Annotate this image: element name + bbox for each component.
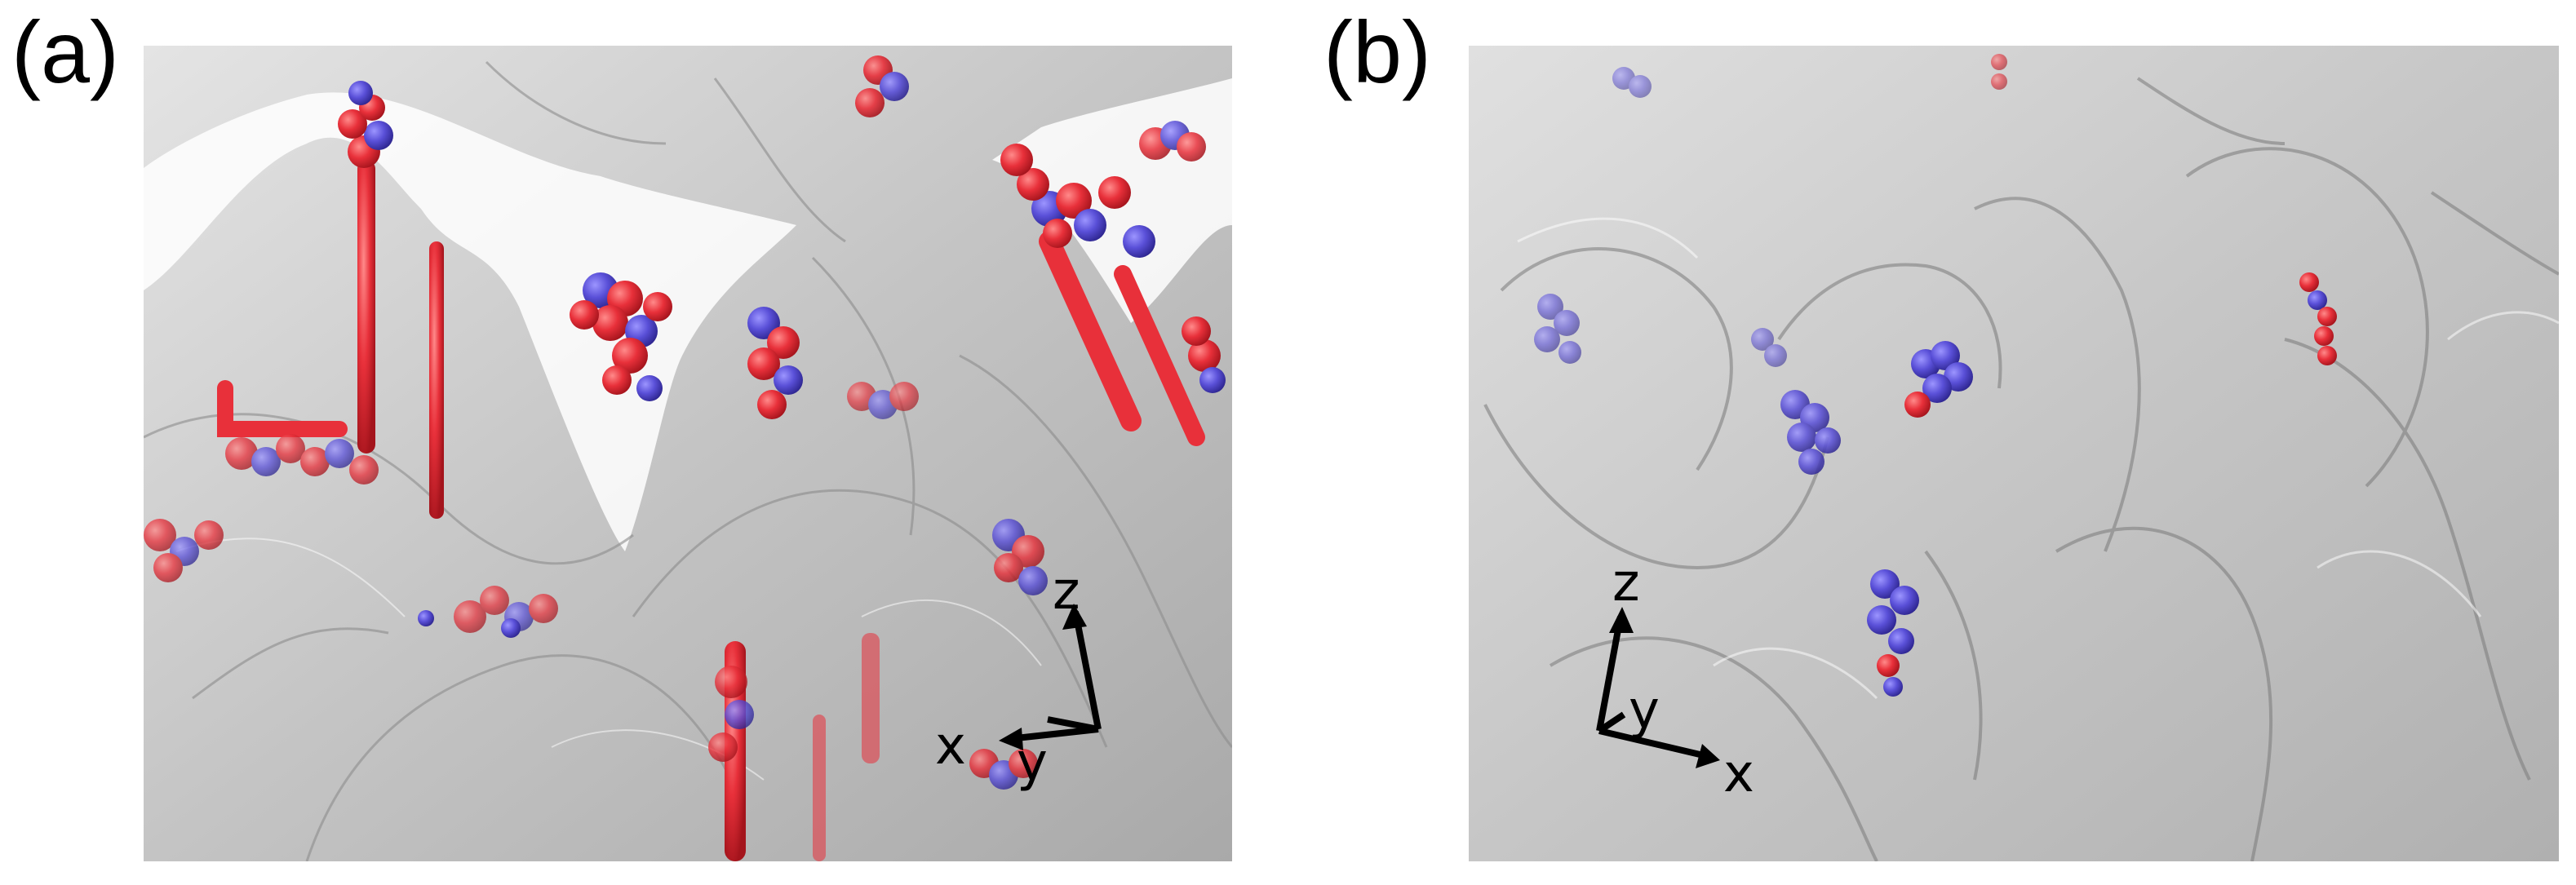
cluster bbox=[1751, 328, 1787, 367]
bead bbox=[501, 618, 521, 638]
cluster bbox=[1000, 144, 1155, 258]
bead bbox=[418, 610, 434, 626]
axes-triad-b bbox=[1596, 607, 1720, 768]
axis-label-x: x bbox=[1723, 744, 1754, 804]
cluster bbox=[992, 519, 1048, 595]
chain-vertical-2 bbox=[429, 241, 444, 519]
chain-horizontal-1 bbox=[217, 380, 348, 437]
cluster bbox=[454, 586, 558, 633]
panel-b-scene: z x y bbox=[1469, 46, 2559, 861]
cluster bbox=[1182, 316, 1226, 393]
cluster bbox=[1534, 294, 1581, 364]
bead-clusters bbox=[1534, 54, 2337, 697]
void-region bbox=[144, 92, 796, 552]
panel-b-render: z x y bbox=[1469, 46, 2559, 861]
chain-vertical-1 bbox=[357, 160, 375, 454]
cluster bbox=[708, 666, 754, 762]
panel-b-label: (b) bbox=[1323, 2, 1431, 101]
axis-label-x: x bbox=[935, 716, 966, 777]
cluster bbox=[1612, 67, 1652, 98]
cluster bbox=[1991, 54, 2007, 90]
chain-diagonal-1 bbox=[1039, 231, 1205, 446]
cluster bbox=[2299, 272, 2337, 365]
axes-triad-a bbox=[999, 604, 1102, 750]
axis-label-y: y bbox=[1017, 732, 1048, 793]
membrane-surface bbox=[1469, 46, 2559, 861]
panel-a-label: (a) bbox=[11, 2, 119, 101]
axis-label-z: z bbox=[1612, 553, 1640, 613]
membrane-folds bbox=[1483, 77, 2559, 861]
bead-clusters bbox=[144, 55, 1226, 790]
axis-label-z: z bbox=[1053, 561, 1080, 622]
cluster bbox=[747, 307, 803, 419]
cluster bbox=[1867, 569, 1919, 697]
axis-label-y: y bbox=[1629, 680, 1660, 741]
cluster bbox=[338, 81, 393, 168]
cluster bbox=[225, 434, 379, 485]
cluster bbox=[1780, 390, 1841, 475]
cluster bbox=[847, 382, 919, 419]
cluster bbox=[1904, 341, 1973, 418]
cluster bbox=[1139, 121, 1206, 162]
cluster bbox=[855, 55, 909, 117]
panel-a-scene: z x y bbox=[144, 46, 1232, 861]
cluster bbox=[144, 519, 224, 582]
chain-faint bbox=[813, 633, 880, 861]
cluster bbox=[570, 272, 672, 401]
cluster bbox=[969, 749, 1038, 790]
panel-a-render: z x y bbox=[144, 46, 1232, 861]
